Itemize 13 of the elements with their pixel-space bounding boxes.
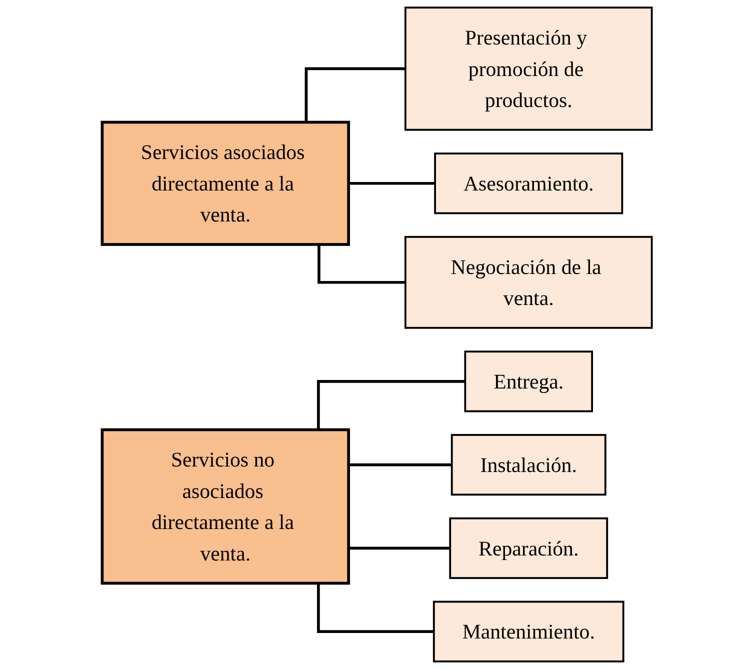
connector — [304, 67, 405, 122]
node-box: Entrega. — [464, 350, 592, 412]
connector — [316, 380, 465, 430]
node-box: Negociación de la venta. — [404, 236, 652, 329]
node-box: Servicios asociados directamente a la venta. — [100, 120, 350, 246]
node-box: Instalación. — [450, 434, 606, 496]
node-box: Presentación y promoción de productos. — [404, 6, 652, 131]
node-box: Servicios no asociados directamente a la venta. — [100, 428, 350, 585]
node-box: Reparación. — [448, 517, 608, 579]
connector — [317, 244, 405, 284]
connector — [316, 583, 434, 633]
node-box: Asesoramiento. — [434, 152, 623, 214]
node-box: Mantenimiento. — [432, 600, 624, 662]
